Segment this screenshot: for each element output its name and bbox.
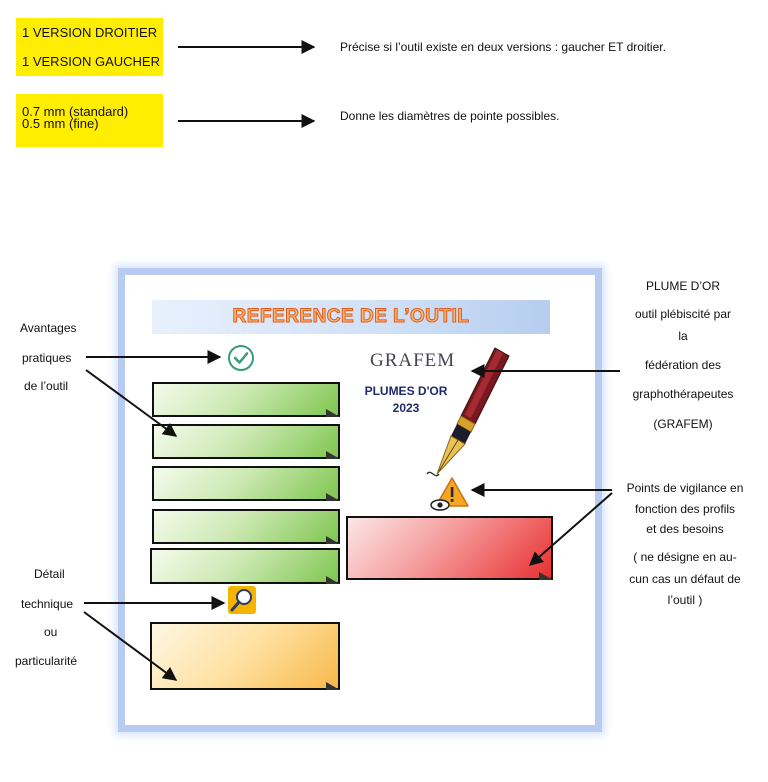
advantage-note-1	[152, 382, 340, 417]
vigilance-label-1: Points de vigilance en	[626, 481, 744, 495]
vigilance-note	[346, 516, 553, 580]
vigilance-label-4: ( ne désigne en au-	[633, 550, 737, 564]
advantage-note-2	[152, 424, 340, 459]
award-line-2: 2023	[392, 401, 420, 415]
grafem-logo: GRAFEM	[370, 350, 456, 371]
advantage-note-4	[152, 509, 340, 544]
arrow-advantages-note	[85, 369, 178, 437]
plume-label-3: la	[678, 329, 688, 343]
plume-label-2: outil plébiscité par	[634, 307, 732, 321]
award-line-1: PLUMES D'OR	[364, 384, 448, 398]
detail-note	[150, 622, 340, 690]
card-title-bar	[152, 300, 550, 334]
plume-label-4: fédération des	[644, 358, 722, 372]
advantages-label-3: de l’outil	[24, 379, 69, 393]
vigilance-label-3: et des besoins	[646, 522, 724, 536]
detail-label-3: ou	[44, 625, 58, 639]
warning-eye-icon	[430, 477, 469, 511]
vigilance-label-2: fonction des profils	[634, 502, 736, 516]
vigilance-label-5: cun cas un défaut de	[629, 572, 741, 586]
vigilance-label-6: l’outil )	[667, 593, 703, 607]
advantages-label-2: pratiques	[22, 351, 72, 365]
versions-legend-line1: 1 VERSION DROITIER	[22, 25, 158, 40]
arrow-vigilance-note	[528, 492, 613, 566]
diameters-legend-box	[16, 94, 163, 147]
fountain-pen-icon	[426, 347, 510, 477]
arrow-detail-note	[83, 611, 178, 681]
detail-label-1: Détail	[34, 567, 65, 581]
advantage-note-5	[150, 548, 340, 584]
check-circle-icon	[228, 345, 254, 371]
plume-label-6: (GRAFEM)	[653, 417, 713, 431]
versions-legend-line2: 1 VERSION GAUCHER	[22, 54, 160, 69]
detail-label-4: particularité	[15, 654, 78, 668]
diameters-legend-line1: 0.7 mm (standard)	[22, 104, 129, 119]
plume-label-1: PLUME D’OR	[645, 279, 720, 293]
card-title: REFERENCE DE L’OUTIL	[232, 306, 470, 328]
versions-legend-box	[16, 18, 163, 76]
plume-label-5: graphothérapeutes	[632, 387, 734, 401]
versions-description: Précise si l’outil existe en deux versio…	[340, 40, 666, 54]
detail-label-2: technique	[21, 597, 74, 611]
advantage-note-3	[152, 466, 340, 501]
diameters-description: Donne les diamètres de pointe possibles.	[340, 109, 560, 123]
diameters-legend-line2: 0.5 mm (fine)	[22, 116, 99, 131]
magnifier-icon	[228, 586, 256, 614]
advantages-label-1: Avantages	[20, 321, 77, 335]
